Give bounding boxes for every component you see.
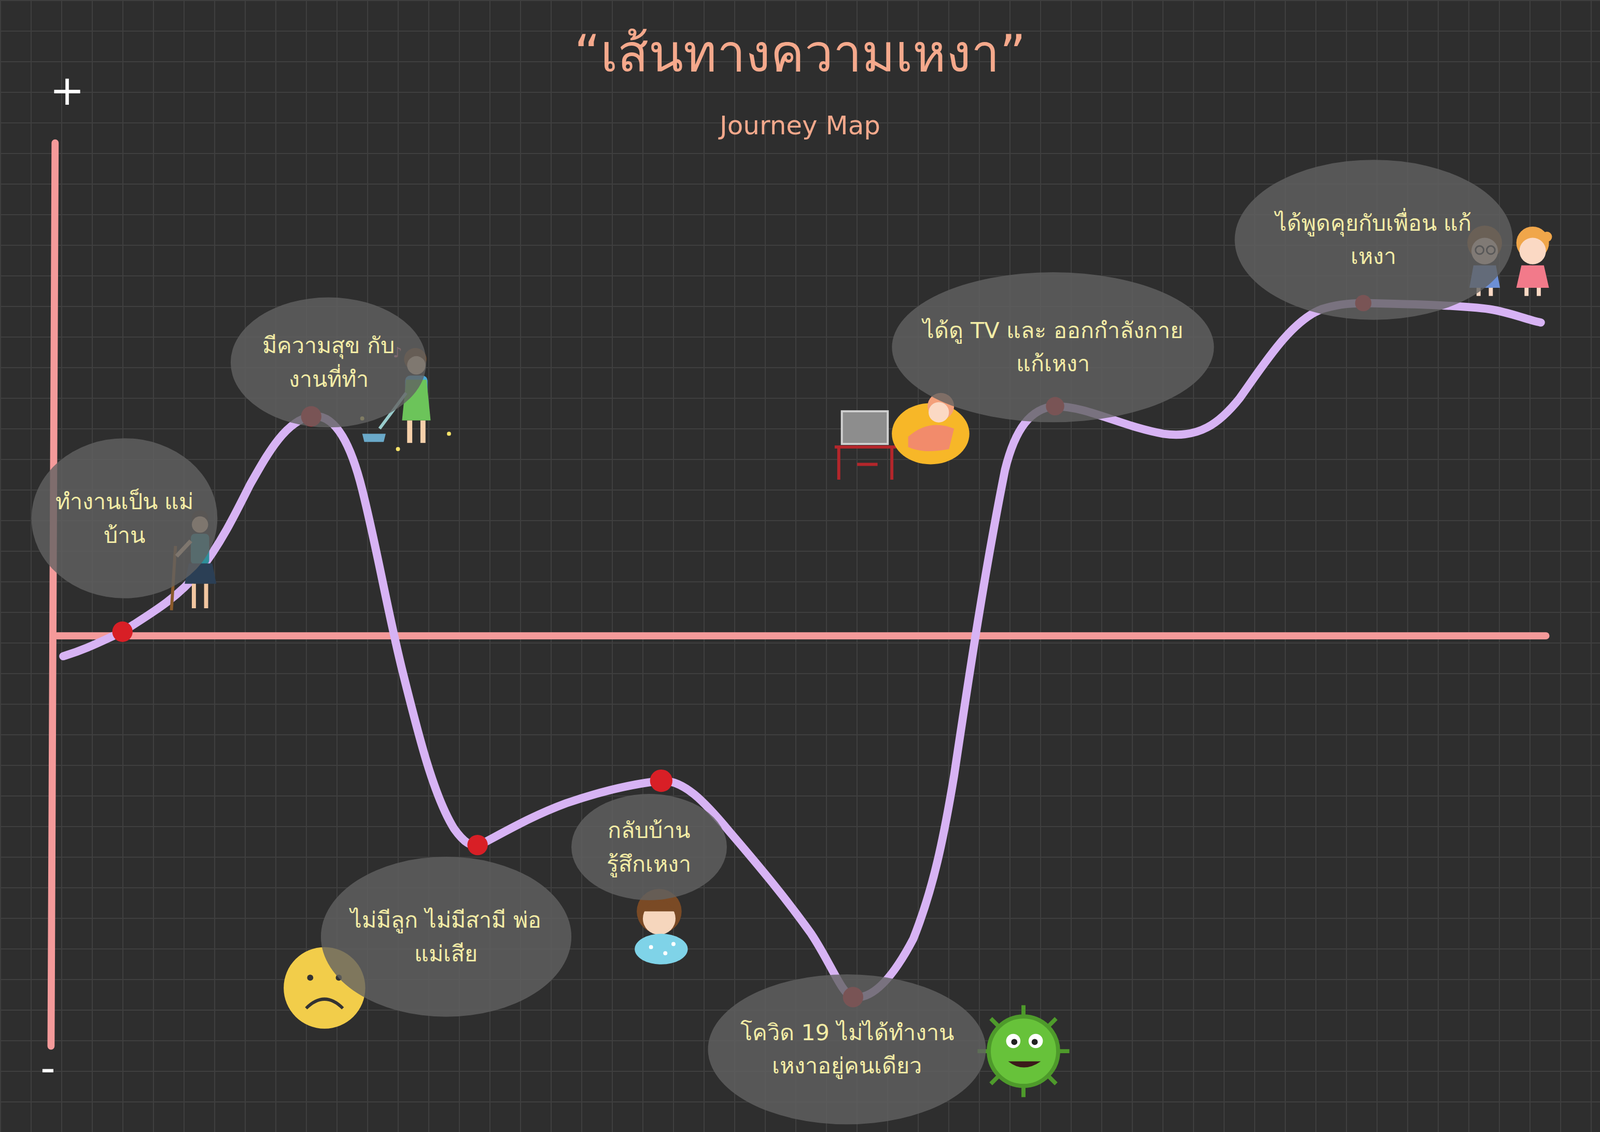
callout-text: มีความสุข กับงานที่ทำ	[251, 328, 405, 396]
virus	[977, 1005, 1070, 1098]
bubble-shape	[888, 270, 1218, 424]
bubble-text-group: มีความสุข กับงานที่ทำ	[251, 328, 405, 396]
bubble-text-group: ทำงานเป็น แม่บ้าน	[52, 484, 196, 552]
diagram-subtitle: Journey Map	[0, 109, 1600, 142]
bubble-text-group: ได้ดู TV และ ออกกำลังกาย แก้เหงา	[914, 313, 1192, 381]
bubble-shape	[318, 854, 574, 1019]
sad-girl	[634, 888, 688, 965]
bubble-shape	[228, 296, 429, 429]
callout-bubble: กลับบ้าน รู้สึกเหงา	[569, 792, 729, 902]
bubble-shape	[569, 792, 729, 902]
callout-bubble: ได้พูดคุยกับเพื่อน แก้เหงา	[1231, 158, 1516, 322]
callout-text: โควิด 19 ไม่ได้ทำงาน เหงาอยู่คนเดียว	[728, 1015, 966, 1083]
bubble-shape	[1231, 158, 1516, 322]
y-axis	[50, 143, 55, 1047]
callout-text: ได้ดู TV และ ออกกำลังกาย แก้เหงา	[914, 313, 1192, 381]
callout-text: กลับบ้าน รู้สึกเหงา	[593, 813, 706, 881]
callout-text: ได้พูดคุยกับเพื่อน แก้เหงา	[1255, 206, 1493, 274]
bubble-shape	[705, 972, 989, 1126]
axis-sign: +	[49, 69, 85, 112]
callout-text: ทำงานเป็น แม่บ้าน	[52, 484, 196, 552]
callout-bubble: มีความสุข กับงานที่ทำ	[228, 296, 429, 429]
callout-bubble: ไม่มีลูก ไม่มีสามี พ่อแม่เสีย	[318, 854, 574, 1019]
diagram-title: “เส้นทางความเหงา”	[0, 20, 1600, 87]
bubble-text-group: โควิด 19 ไม่ได้ทำงาน เหงาอยู่คนเดียว	[728, 1015, 966, 1083]
bubble-text-group: ได้พูดคุยกับเพื่อน แก้เหงา	[1255, 206, 1493, 274]
callout-bubble: ทำงานเป็น แม่บ้าน	[29, 436, 220, 600]
bubble-text-group: ไม่มีลูก ไม่มีสามี พ่อแม่เสีย	[341, 903, 551, 971]
axis-sign: -	[40, 1047, 56, 1089]
callout-bubble: โควิด 19 ไม่ได้ทำงาน เหงาอยู่คนเดียว	[705, 972, 989, 1126]
callout-text: ไม่มีลูก ไม่มีสามี พ่อแม่เสีย	[341, 903, 551, 971]
bubble-text-group: กลับบ้าน รู้สึกเหงา	[593, 813, 706, 881]
tv-watching-girl	[834, 393, 970, 480]
journey-points	[111, 295, 1372, 1008]
x-axis	[57, 632, 1546, 640]
bubble-shape	[29, 436, 220, 600]
callout-bubble: ได้ดู TV และ ออกกำลังกาย แก้เหงา	[888, 270, 1218, 424]
